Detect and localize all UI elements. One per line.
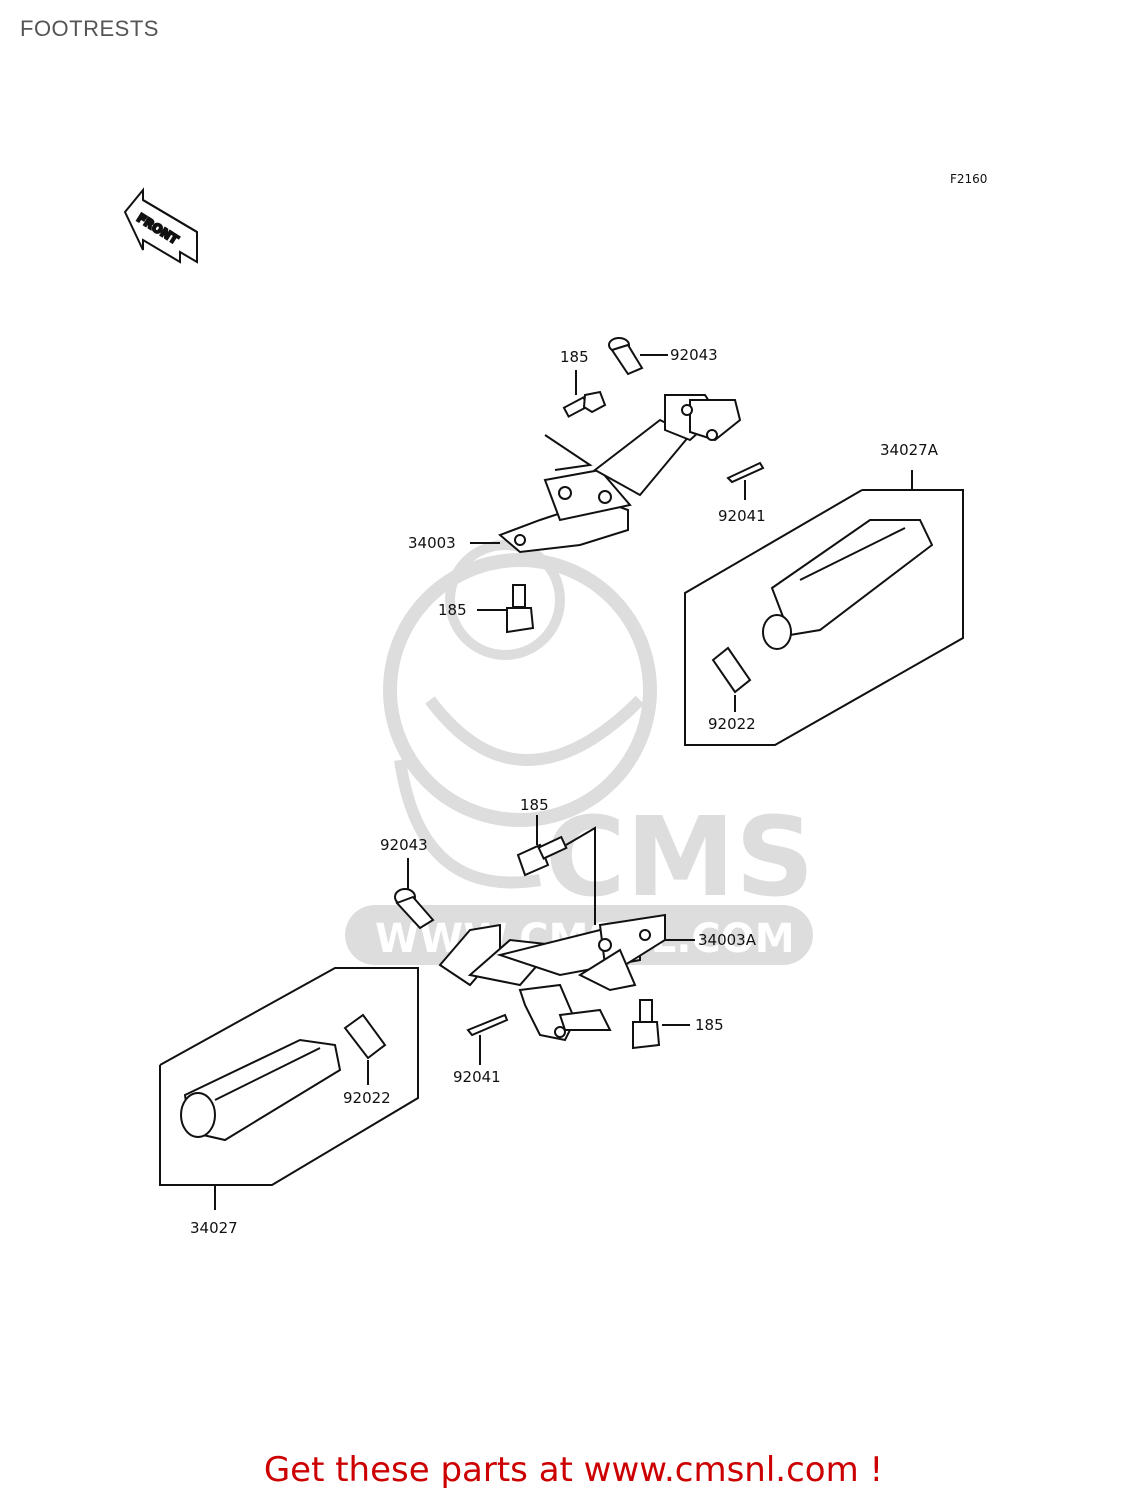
bolt-185-middle xyxy=(477,584,535,634)
footpeg-34027-group xyxy=(159,967,419,1210)
watermark-brand: CMS xyxy=(545,793,814,921)
callout-185-upper: 185 xyxy=(560,348,589,366)
bracket-34003a xyxy=(438,913,695,1042)
callout-92041-upper: 92041 xyxy=(718,507,766,525)
callout-92022-lower: 92022 xyxy=(343,1089,391,1107)
pin-92043-upper xyxy=(608,337,668,376)
callout-92022-upper: 92022 xyxy=(708,715,756,733)
figure-code: F2160 xyxy=(950,172,987,186)
callout-92043-upper: 92043 xyxy=(670,346,718,364)
callout-34027: 34027 xyxy=(190,1219,238,1237)
cotter-pin-92041-lower xyxy=(466,1013,509,1065)
cotter-pin-92041-upper xyxy=(726,461,765,500)
footpeg-34027a-group xyxy=(684,470,964,746)
callout-185-lower-top: 185 xyxy=(520,796,549,814)
pin-92043-lower xyxy=(394,858,435,930)
front-arrow-icon: FRONT xyxy=(123,187,198,264)
callout-185-middle: 185 xyxy=(438,601,467,619)
bracket-34003 xyxy=(470,394,742,554)
bolt-185-upper xyxy=(562,370,607,418)
callout-185-lower-right: 185 xyxy=(695,1016,724,1034)
bolt-185-lower-right xyxy=(632,999,690,1050)
footer-cta-link[interactable]: Get these parts at www.cmsnl.com ! xyxy=(263,1450,884,1490)
leader-line-34003a xyxy=(565,826,596,925)
callout-34003a: 34003A xyxy=(698,931,757,949)
callout-34027a: 34027A xyxy=(880,441,939,459)
callout-34003: 34003 xyxy=(408,534,456,552)
parts-diagram: CMS WWW.CMSNL.COM FRONT F2160 xyxy=(123,172,987,1237)
callout-92043-lower: 92043 xyxy=(380,836,428,854)
page-title: FOOTRESTS xyxy=(20,16,159,41)
bolt-185-lower-top xyxy=(516,815,568,877)
callout-92041-lower: 92041 xyxy=(453,1068,501,1086)
